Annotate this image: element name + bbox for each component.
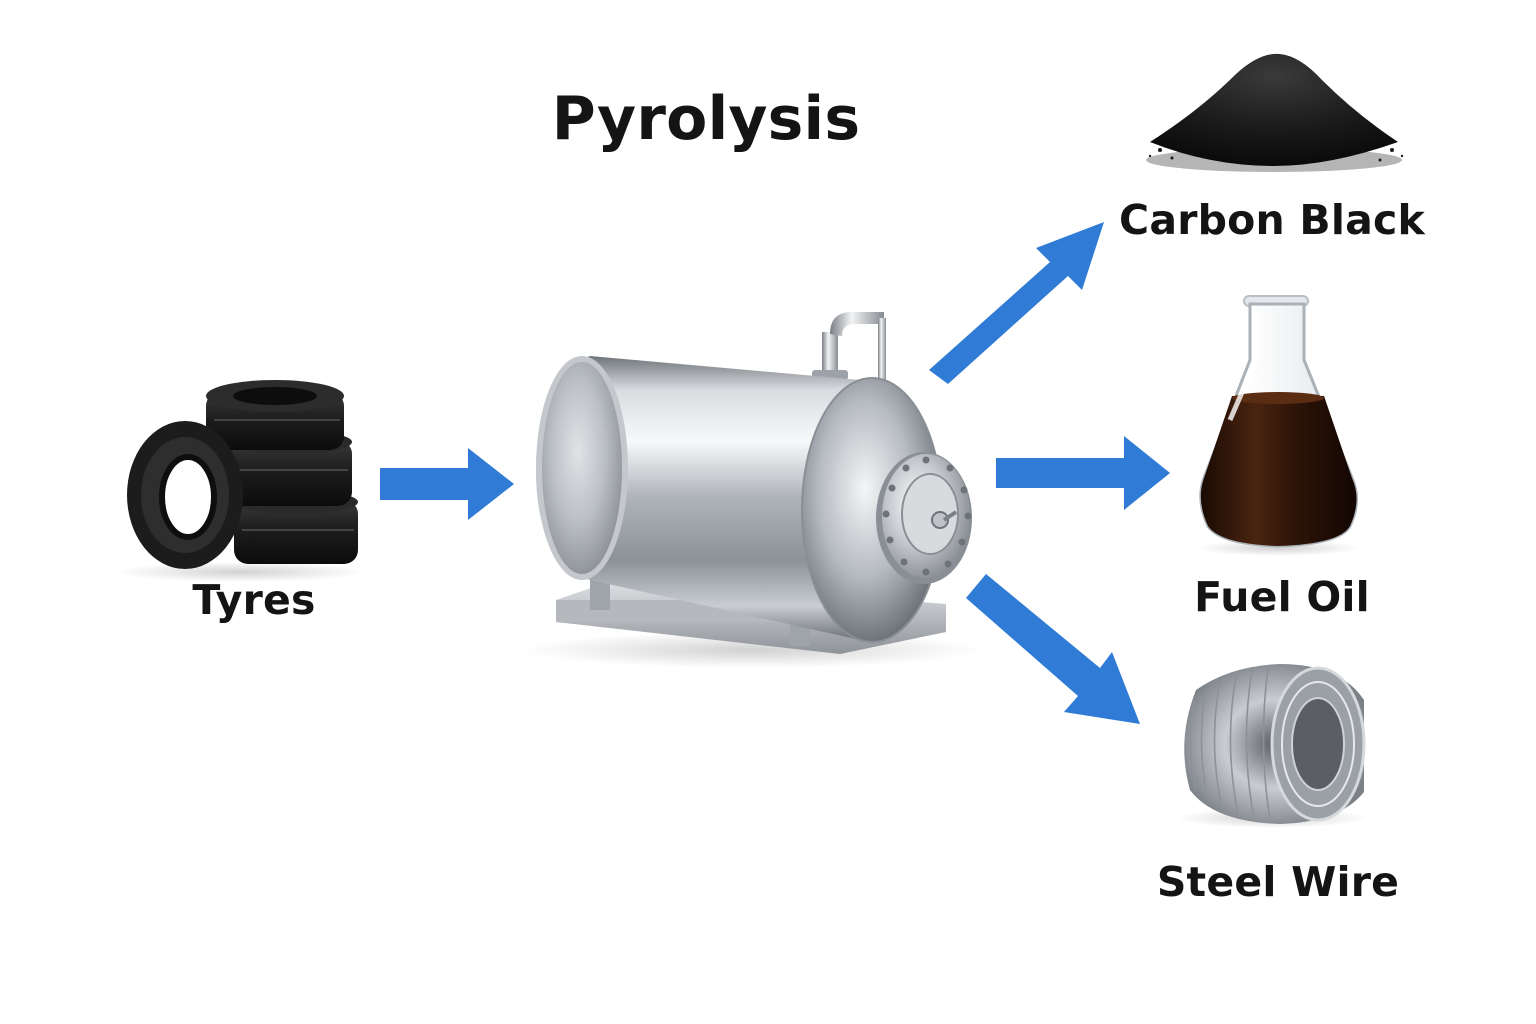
arrow-tyres-to-reactor bbox=[380, 448, 514, 520]
tyre-stack-icon bbox=[115, 380, 365, 582]
carbon-black-pile-icon bbox=[1146, 53, 1404, 172]
tyres-label: Tyres bbox=[192, 576, 316, 624]
steel-wire-label: Steel Wire bbox=[1156, 858, 1400, 906]
arrow-reactor-to-fuel-oil bbox=[996, 436, 1170, 510]
fuel-oil-flask-icon bbox=[1196, 295, 1360, 556]
arrow-reactor-to-carbon-black bbox=[929, 222, 1104, 384]
carbon-black-label: Carbon Black bbox=[1119, 196, 1425, 244]
fuel-oil-label: Fuel Oil bbox=[1194, 573, 1370, 621]
diagram-title: Pyrolysis bbox=[551, 84, 861, 154]
arrow-reactor-to-steel-wire bbox=[966, 574, 1140, 724]
steel-wire-coil-icon bbox=[1176, 664, 1368, 828]
arrows bbox=[380, 222, 1170, 724]
pyrolysis-reactor-icon bbox=[522, 312, 982, 668]
